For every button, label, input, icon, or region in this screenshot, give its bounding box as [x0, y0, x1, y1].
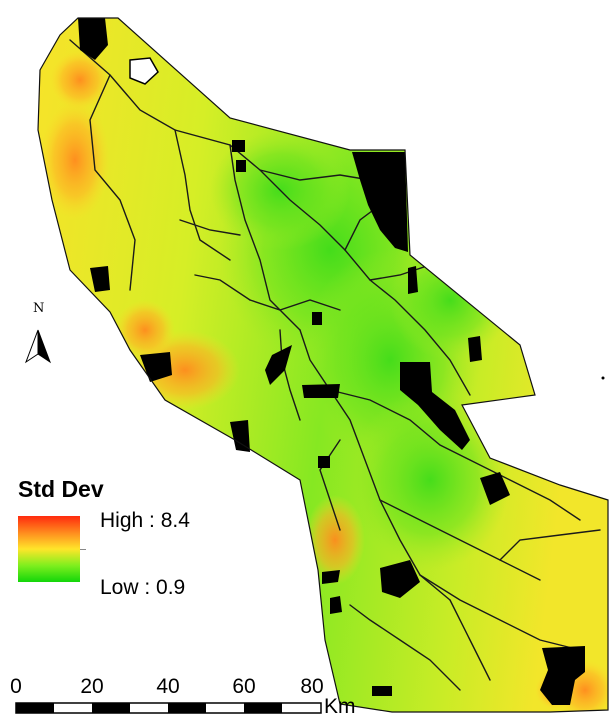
scale-bar-graphic — [15, 702, 322, 714]
scale-tick-label: 0 — [10, 675, 22, 698]
north-arrow-icon — [24, 329, 52, 364]
scale-tick-label: 40 — [156, 675, 180, 698]
road-network — [69, 39, 601, 691]
region-outline — [37, 17, 609, 713]
scale-tick-label: 60 — [232, 675, 256, 698]
scale-unit-label: Km — [324, 695, 356, 718]
legend-high-label: High : 8.4 — [100, 509, 190, 532]
legend-title: Std Dev — [18, 476, 104, 502]
legend-color-ramp — [18, 516, 80, 582]
lake-hole — [129, 57, 159, 85]
stray-marker — [601, 376, 605, 380]
scale-tick-label: 20 — [80, 675, 104, 698]
legend-low-label: Low : 0.9 — [100, 576, 186, 599]
north-label: N — [33, 301, 45, 316]
legend-mid-tick — [80, 549, 86, 550]
scale-tick-label: 80 — [300, 675, 324, 698]
masked-areas — [78, 18, 585, 705]
